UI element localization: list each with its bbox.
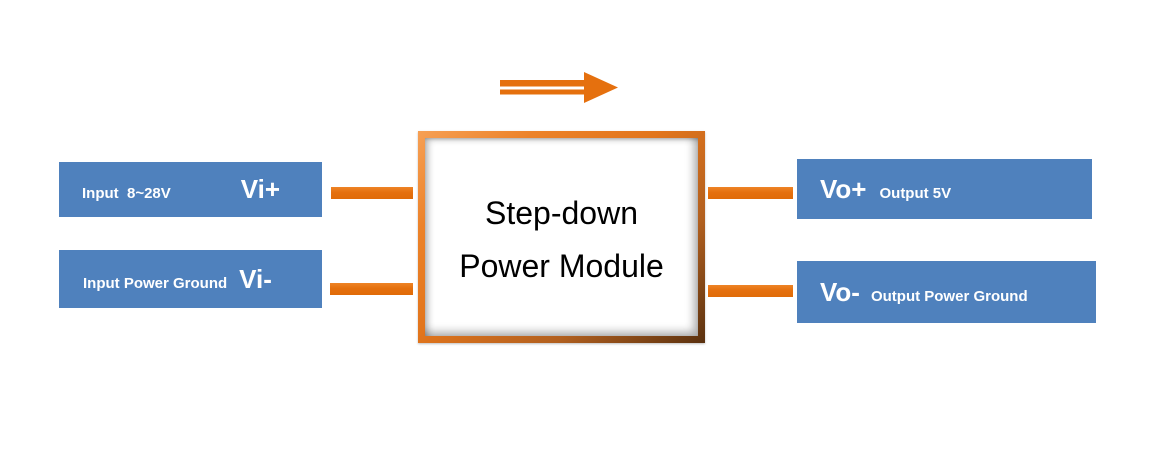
- output-vo-plus-pin: Vo+: [820, 174, 867, 204]
- step-down-module-body: Step-down Power Module: [425, 138, 698, 336]
- connector-vi-minus: [330, 283, 413, 295]
- connector-vo-minus: [708, 285, 793, 297]
- step-down-module-frame: Step-down Power Module: [418, 131, 705, 343]
- input-vi-minus-label: Input Power Ground: [83, 275, 228, 292]
- output-vo-plus-label: Output 5V: [879, 185, 952, 202]
- input-vi-plus-label: Input 8~28V: [82, 185, 171, 202]
- output-box-vo-plus: Vo+ Output 5V: [797, 159, 1092, 219]
- output-vo-minus-pin: Vo-: [820, 277, 860, 307]
- flow-direction-arrow-icon: [500, 72, 618, 103]
- module-title-line1: Step-down: [485, 194, 638, 231]
- module-title: Step-down Power Module: [459, 187, 664, 293]
- output-vo-minus-label: Output Power Ground: [870, 288, 1028, 305]
- input-box-vi-plus: Input 8~28V Vi+: [59, 162, 322, 217]
- input-vi-plus-pin: Vi+: [240, 174, 280, 204]
- module-title-line2: Power Module: [459, 247, 664, 284]
- input-vi-minus-pin: Vi-: [239, 264, 272, 294]
- connector-vi-plus: [331, 187, 413, 199]
- output-box-vo-minus: Vo- Output Power Ground: [797, 261, 1096, 323]
- input-box-vi-minus: Input Power Ground Vi-: [59, 250, 322, 308]
- connector-vo-plus: [708, 187, 793, 199]
